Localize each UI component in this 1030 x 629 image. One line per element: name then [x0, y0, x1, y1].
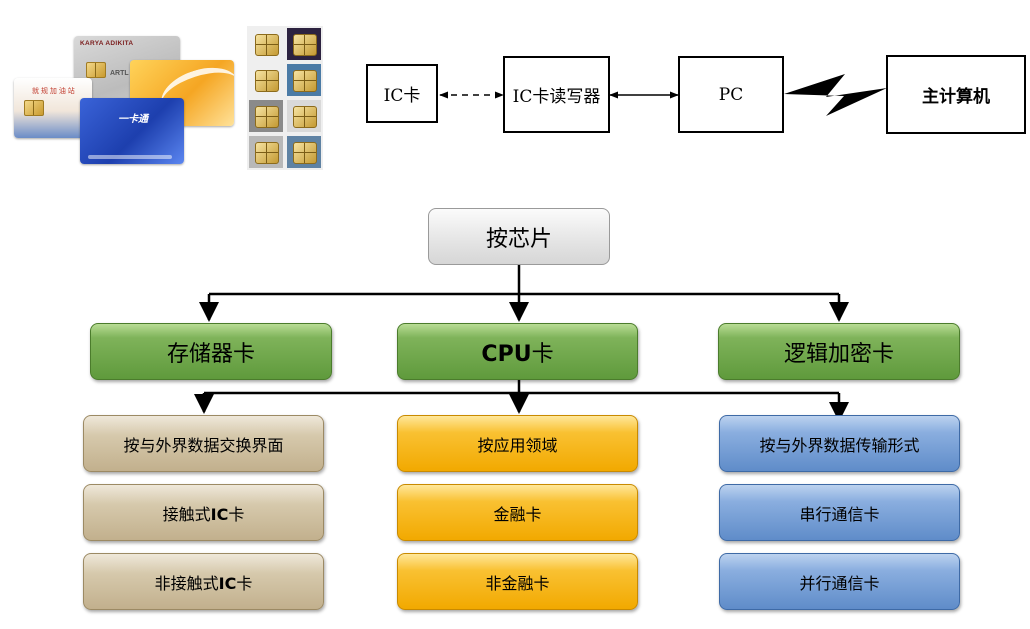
flow-pc-label: PC	[718, 84, 744, 105]
flow-ic-card-label: IC卡	[383, 86, 421, 106]
financial-card: 金融卡	[397, 484, 638, 541]
non-financial-card: 非金融卡	[397, 553, 638, 610]
serial-communication-card: 串行通信卡	[719, 484, 960, 541]
flow-host-box: 主计算机	[886, 55, 1026, 134]
card-red-text: 就 规 加 油 站	[32, 88, 75, 95]
chip-icon	[24, 100, 44, 116]
card-stripe	[88, 155, 172, 159]
category-logic-label: 逻辑加密卡	[783, 341, 894, 367]
contact-post: 卡	[228, 504, 245, 524]
chip-closeup-icon	[249, 28, 283, 60]
financial-card-label: 金融卡	[493, 504, 542, 524]
chip-closeups-photo	[247, 26, 323, 170]
flow-ic-card-box: IC卡	[366, 64, 438, 123]
contactless-ic-card-label: 非接触式IC卡	[155, 570, 253, 594]
card-sub-text: ARTL	[110, 70, 129, 77]
tree-root-node: 按芯片	[428, 208, 610, 265]
card-blue: 一卡通	[80, 98, 184, 164]
non-financial-card-label: 非金融卡	[485, 573, 550, 593]
parallel-card-label: 并行通信卡	[799, 573, 880, 593]
card-brand-text: KARYA ADIKITA	[80, 40, 134, 47]
chip-closeup-icon	[287, 100, 321, 132]
contact-ic-card: 接触式IC卡	[83, 484, 324, 541]
right-header-label: 按与外界数据传输形式	[759, 435, 920, 455]
chip-closeup-icon	[249, 136, 283, 168]
middle-column-header: 按应用领域	[397, 415, 638, 472]
lightning-bolt-icon	[784, 74, 887, 116]
cpu-prefix: CPU	[481, 341, 532, 367]
contactless-ic-card: 非接触式IC卡	[83, 553, 324, 610]
right-column-header: 按与外界数据传输形式	[719, 415, 960, 472]
chip-closeup-icon	[287, 28, 321, 60]
contactless-ic: IC	[218, 573, 237, 593]
chip-closeup-icon	[249, 100, 283, 132]
category-storage-card: 存储器卡	[90, 323, 332, 380]
contactless-post: 卡	[236, 573, 253, 593]
chip-closeup-icon	[287, 136, 321, 168]
category-logic-encrypted-card: 逻辑加密卡	[718, 323, 960, 380]
middle-header-label: 按应用领域	[477, 435, 558, 455]
tree-root-label: 按芯片	[485, 226, 552, 252]
card-white: 就 规 加 油 站	[14, 78, 92, 138]
category-storage-label: 存储器卡	[166, 341, 255, 367]
flow-reader-label: IC卡读写器	[512, 87, 601, 107]
left-header-label: 按与外界数据交换界面	[123, 435, 284, 455]
contact-ic: IC	[210, 504, 229, 524]
flow-pc-box: PC	[678, 56, 784, 133]
flow-reader-box: IC卡读写器	[503, 56, 610, 133]
chip-icon	[86, 62, 106, 78]
serial-card-label: 串行通信卡	[799, 504, 880, 524]
contact-pre: 接触式	[162, 504, 211, 524]
left-column-header: 按与外界数据交换界面	[83, 415, 324, 472]
cpu-suffix: 卡	[531, 341, 554, 367]
contactless-pre: 非接触式	[154, 573, 219, 593]
chip-closeup-icon	[249, 64, 283, 96]
category-cpu-card: CPU卡	[397, 323, 638, 380]
category-cpu-label: CPU卡	[481, 336, 553, 368]
parallel-communication-card: 并行通信卡	[719, 553, 960, 610]
flow-host-label: 主计算机	[922, 87, 990, 107]
card-blue-logo: 一卡通	[118, 114, 148, 125]
chip-closeup-icon	[287, 64, 321, 96]
contact-ic-card-label: 接触式IC卡	[163, 501, 245, 525]
